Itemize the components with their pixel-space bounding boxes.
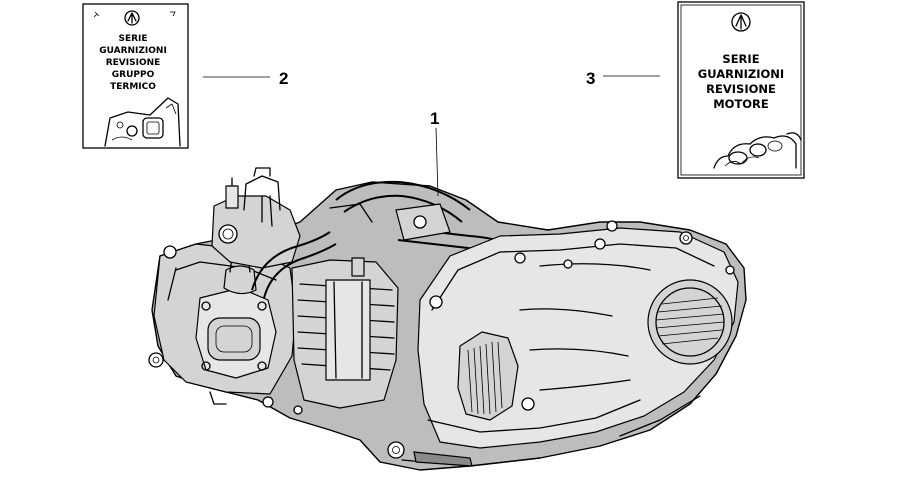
kit-small-line-5: TERMICO bbox=[110, 82, 156, 92]
gasket-drawing bbox=[713, 132, 802, 169]
kit-large-line-2: GUARNIZIONI bbox=[698, 67, 784, 81]
piaggio-logo-icon bbox=[124, 10, 140, 26]
piaggio-logo-icon bbox=[731, 12, 751, 32]
kit-large-line-4: MOTORE bbox=[713, 97, 769, 111]
gasket-kit-large[interactable]: SERIE GUARNIZIONI REVISIONE MOTORE bbox=[677, 1, 805, 179]
kit-small-line-3: REVISIONE bbox=[106, 58, 161, 68]
callout-1[interactable]: 1 bbox=[430, 109, 439, 128]
kit-large-line-1: SERIE bbox=[722, 52, 759, 66]
callout-2[interactable]: 2 bbox=[279, 69, 288, 88]
gasket-drawing bbox=[104, 97, 181, 147]
leader-line-1 bbox=[435, 127, 439, 197]
kit-small-line-1: SERIE bbox=[118, 34, 147, 44]
gasket-kit-small[interactable]: SERIE GUARNIZIONI REVISIONE GRUPPO TERMI… bbox=[82, 3, 189, 149]
variator-cover bbox=[647, 279, 733, 365]
scooter-engine-drawing[interactable] bbox=[148, 167, 747, 471]
callout-3[interactable]: 3 bbox=[586, 69, 595, 88]
kit-small-line-2: GUARNIZIONI bbox=[99, 46, 167, 56]
kit-small-line-4: GRUPPO bbox=[112, 70, 155, 80]
kit-large-line-3: REVISIONE bbox=[706, 82, 776, 96]
cover-vent bbox=[457, 331, 519, 421]
